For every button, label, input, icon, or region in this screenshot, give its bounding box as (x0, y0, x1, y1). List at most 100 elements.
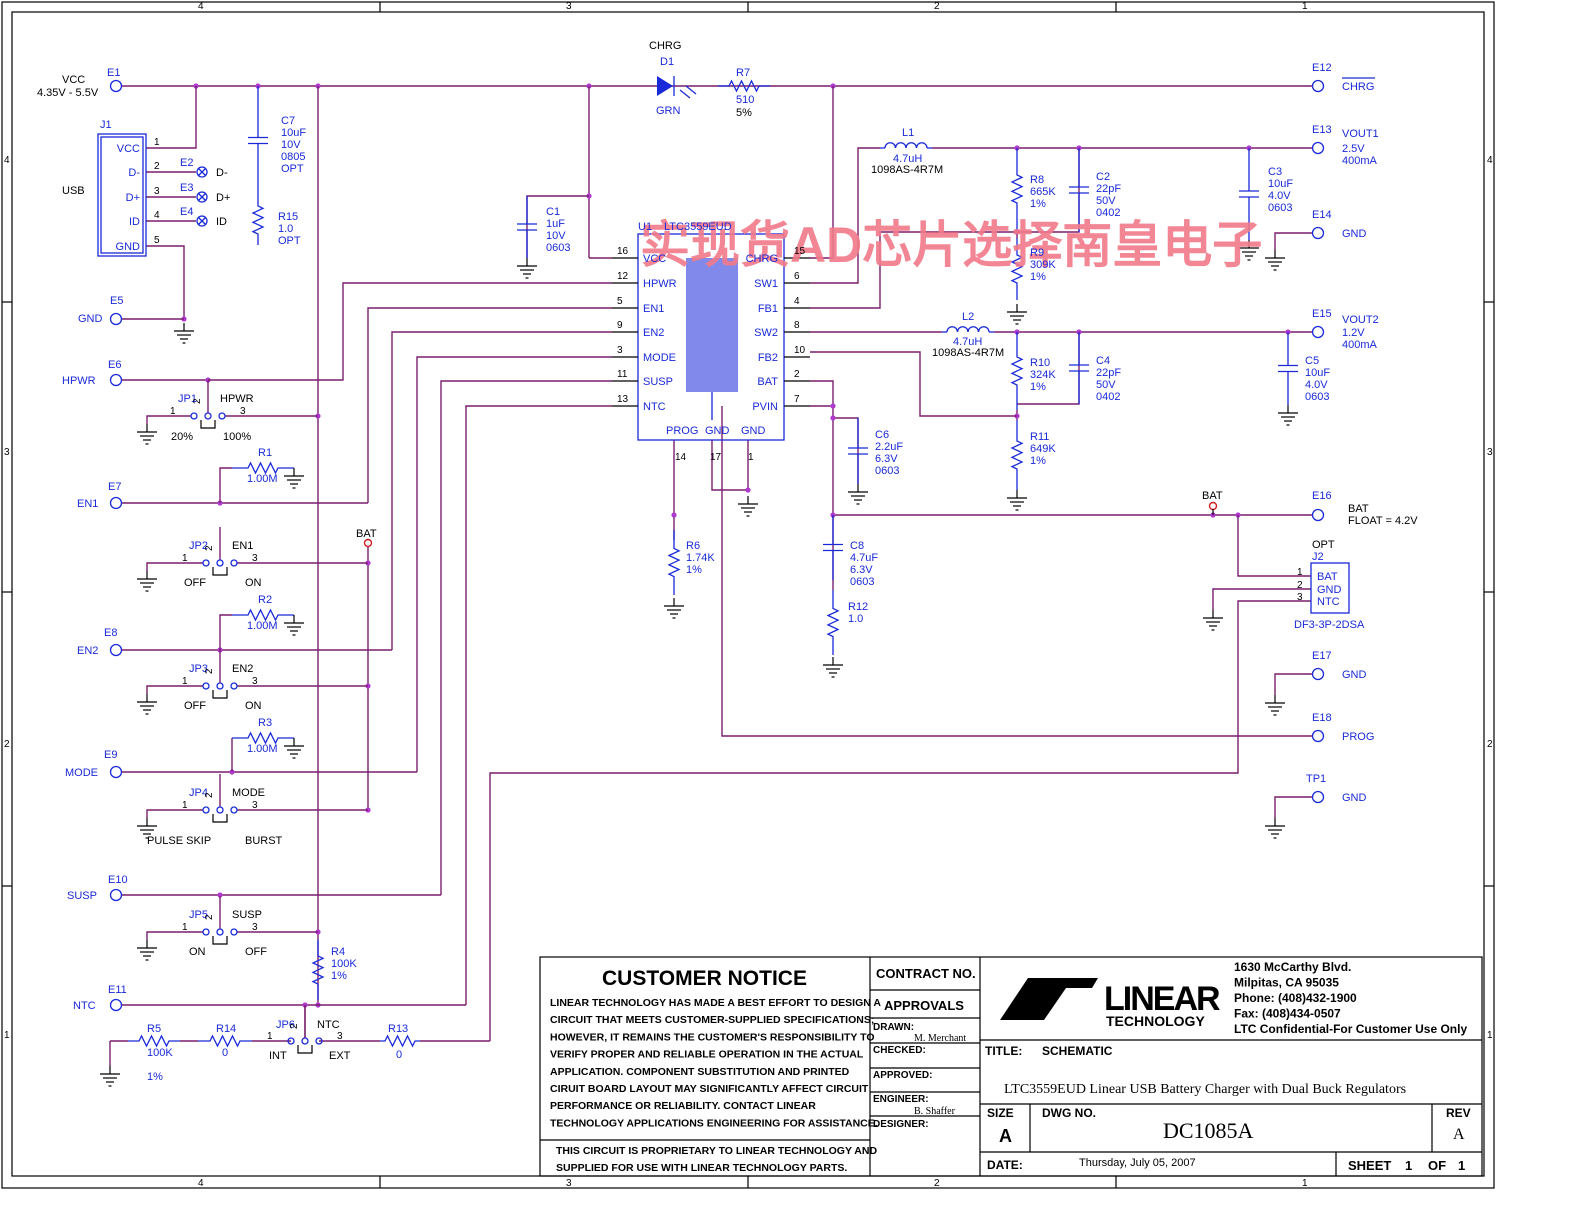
ic-pin-number: 15 (794, 246, 806, 257)
jumper-pin-number: 1 (267, 1031, 273, 1042)
component-value: 2.2uF (875, 441, 903, 453)
zone-label-left: 3 (4, 447, 10, 458)
jumper-pin-number: 3 (252, 676, 258, 687)
connector-label: USB (62, 185, 85, 197)
jumper-ref: JP6 (276, 1019, 295, 1031)
ic-pin-number: 12 (617, 271, 629, 282)
junction-dot (830, 415, 836, 421)
ic-pin-name: HPWR (643, 278, 677, 290)
wire (721, 406, 1312, 737)
connector-pin-name: GND (116, 241, 141, 253)
jumper-shunt (200, 420, 216, 429)
connector-j1 (97, 133, 147, 257)
component-value: 1.00M (247, 620, 278, 632)
jumper-pin-number: 3 (252, 922, 258, 933)
component-ref: R7 (736, 67, 750, 79)
watermark: 实现货AD芯片选择南皇电子 (640, 217, 1262, 273)
connector-part: DF3-3P-2DSA (1294, 619, 1365, 631)
wire (1274, 232, 1312, 250)
terminal-sublabel: 400mA (1342, 155, 1378, 167)
ic-pin-name: SUSP (643, 376, 673, 388)
terminal-ref: TP1 (1306, 773, 1326, 785)
terminal-label: SUSP (67, 890, 97, 902)
terminal-sublabel: FLOAT = 4.2V (1348, 515, 1418, 527)
notice-line: HOWEVER, IT REMAINS THE CUSTOMER'S RESPO… (550, 1031, 875, 1043)
component-value: R11 (1030, 431, 1049, 443)
terminal-turret (109, 998, 123, 1012)
component-value: 1% (686, 564, 702, 576)
component-value: 1.0 (278, 223, 293, 235)
terminal-label: HPWR (62, 375, 96, 387)
inductor-coil (967, 326, 980, 333)
notice-line: APPLICATION. COMPONENT SUBSTITUTION AND … (550, 1066, 850, 1078)
jumper-right-label: ON (245, 577, 262, 589)
jumper-right-label: OFF (245, 946, 267, 958)
jumper-pin-number: 3 (337, 1031, 343, 1042)
ic-pin-number: 13 (617, 394, 629, 405)
jumper-title: HPWR (220, 393, 254, 405)
wire (208, 282, 612, 381)
inductor-coil (884, 142, 897, 149)
jumper-pin (230, 559, 238, 567)
wire (198, 217, 206, 225)
resistor-body (1010, 332, 1024, 410)
ic-pin-name: PROG (666, 425, 698, 437)
terminal-label: EN1 (77, 498, 98, 510)
size-label: SIZE (987, 1106, 1014, 1120)
logo-subtext: TECHNOLOGY (1106, 1013, 1205, 1029)
testpoint (196, 166, 208, 178)
jumper-pin (230, 682, 238, 690)
wire (416, 356, 612, 772)
size-value: A (999, 1126, 1012, 1146)
jumper-ref: JP1 (178, 393, 197, 405)
wire (1237, 515, 1311, 577)
terminal-label: GND (78, 313, 103, 325)
ic-pin-number: 5 (617, 296, 623, 307)
jumper-ref: JP3 (189, 663, 208, 675)
date-value: Thursday, July 05, 2007 (1079, 1157, 1196, 1169)
ic-pin-number: 3 (617, 345, 623, 356)
jumper-pin (202, 682, 210, 690)
engineer-value: B. Shaffer (914, 1106, 956, 1117)
ic-pin-number: 2 (794, 369, 800, 380)
connector-pin-number: 3 (154, 186, 160, 197)
terminal-sublabel: 2.5V (1342, 143, 1365, 155)
net-label: BAT (1202, 490, 1223, 502)
net-label: BAT (356, 528, 377, 540)
ic-pin-number: 4 (794, 296, 800, 307)
resistor-body (198, 1034, 252, 1048)
testpoint-label: D- (216, 167, 228, 179)
led-ref: D1 (660, 56, 674, 68)
inductor-coil (977, 326, 990, 333)
ic-pin-name: CHRG (746, 253, 778, 265)
jumper-pin (218, 412, 226, 420)
component-value: 1% (331, 970, 347, 982)
terminal-ref: E6 (108, 359, 121, 371)
notice-line: CIRUIT BOARD LAYOUT MAY SIGNIFICANTLY AF… (550, 1083, 869, 1095)
connector-pin-number: 5 (154, 235, 160, 246)
resistor-body (232, 608, 294, 622)
jumper-left-label: OFF (184, 577, 206, 589)
ic-pin-name: NTC (643, 401, 666, 413)
ic-pin-name: FB1 (758, 303, 778, 315)
component-value: 0805 (281, 151, 305, 163)
connector-j2 (1310, 562, 1350, 614)
zone-label-bottom: 1 (1302, 1178, 1308, 1189)
connector-pin-number: 2 (1297, 580, 1303, 591)
jumper-shunt (212, 936, 228, 945)
jumper-pin-number: 2 (289, 1023, 300, 1029)
component-value: 1% (1030, 455, 1046, 467)
jumper-left-label: ON (189, 946, 206, 958)
component-value: 0402 (1096, 207, 1120, 219)
ic-u1-body (637, 233, 785, 441)
jumper-pin (230, 928, 238, 936)
resistor-body (1010, 420, 1024, 490)
jumper-left-label: 20% (171, 431, 193, 443)
ic-ref: U1 (638, 221, 652, 233)
resistor-body (667, 530, 681, 595)
wire (198, 193, 206, 201)
drawing-description: LTC3559EUD Linear USB Battery Charger wi… (1004, 1082, 1406, 1097)
component-value: 5% (736, 107, 752, 119)
inductor-coil (915, 142, 928, 149)
component-value: OPT (278, 235, 301, 247)
